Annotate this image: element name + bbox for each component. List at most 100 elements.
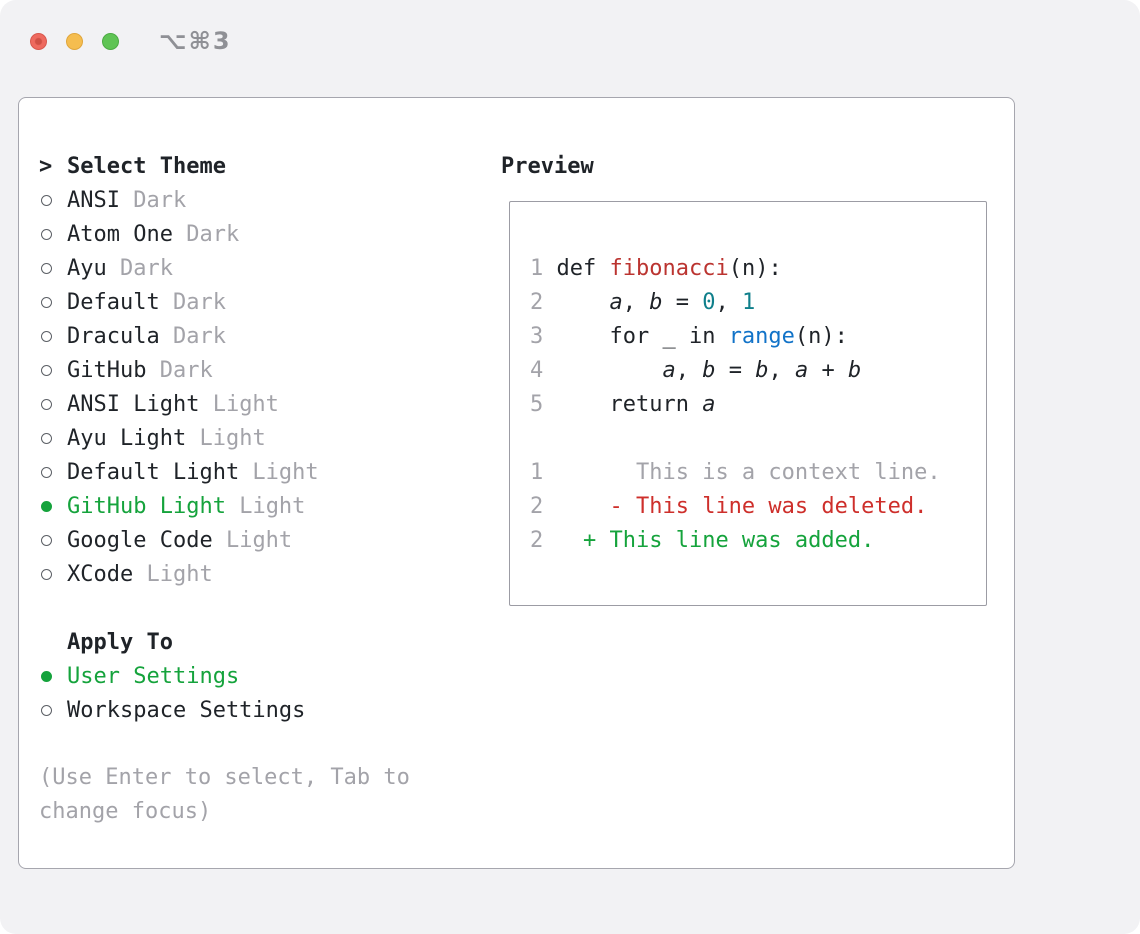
theme-option-github[interactable]: GitHub Dark	[39, 353, 443, 387]
code-line: 1 def fibonacci(n):	[530, 252, 986, 286]
code-token-plain: =	[662, 290, 703, 315]
theme-option-ansi[interactable]: ANSI Dark	[39, 183, 443, 217]
theme-option-ansi-light[interactable]: ANSI Light Light	[39, 387, 443, 421]
theme-option-default[interactable]: Default Dark	[39, 285, 443, 319]
radio-circle	[41, 534, 52, 546]
theme-variant: Dark	[159, 289, 226, 315]
code-token-plain: ,	[768, 358, 795, 383]
radio-icon	[39, 704, 67, 716]
theme-variant: Light	[133, 561, 213, 587]
radio-circle	[41, 670, 52, 682]
code-token-deleted: - This line was deleted.	[556, 494, 928, 519]
theme-variant: Dark	[119, 187, 187, 213]
radio-icon	[39, 228, 67, 240]
code-line: 2 - This line was deleted.	[530, 490, 986, 524]
theme-variant: Light	[186, 425, 266, 451]
theme-option-ayu-light[interactable]: Ayu Light Light	[39, 421, 443, 455]
theme-variant: Dark	[106, 255, 173, 281]
line-number: 3	[530, 324, 557, 349]
code-token-plain: =	[715, 358, 756, 383]
radio-circle	[41, 194, 52, 206]
window-shortcut-label: ⌥⌘3	[159, 27, 232, 55]
theme-variant: Light	[225, 493, 306, 519]
radio-icon	[39, 262, 67, 274]
zoom-button[interactable]	[102, 32, 119, 50]
radio-circle	[41, 432, 52, 444]
code-line: 2 a, b = 0, 1	[530, 286, 986, 320]
apply-to-header-label: Apply To	[67, 629, 173, 655]
focus-caret-icon: >	[39, 153, 53, 179]
code-token-var: b	[847, 358, 862, 383]
code-token-var: b	[755, 358, 769, 383]
theme-name: GitHub Light	[67, 493, 226, 519]
select-theme-header-label: Select Theme	[67, 153, 226, 179]
radio-icon	[39, 432, 67, 444]
theme-name: XCode	[67, 561, 134, 587]
theme-option-xcode[interactable]: XCode Light	[39, 557, 443, 591]
theme-option-default-light[interactable]: Default Light Light	[39, 455, 443, 489]
theme-variant: Dark	[159, 323, 226, 349]
apply-option-label: Workspace Settings	[67, 697, 306, 723]
apply-to-header: Apply To	[39, 625, 443, 659]
spacer	[39, 591, 443, 625]
theme-name: Dracula	[67, 323, 160, 349]
theme-option-atom-one[interactable]: Atom One Dark	[39, 217, 443, 251]
radio-icon	[39, 364, 67, 376]
radio-selected-icon	[39, 670, 67, 682]
theme-variant: Dark	[172, 221, 240, 247]
code-token-var: a	[794, 358, 809, 383]
code-line: 4 a, b = b, a + b	[530, 354, 986, 388]
line-number: 5	[530, 392, 557, 417]
theme-option-github-light[interactable]: GitHub Light Light	[39, 489, 443, 523]
code-line: 2 + This line was added.	[530, 524, 986, 558]
code-token-number: 1	[741, 290, 756, 315]
theme-name: Ayu	[67, 255, 107, 281]
theme-name: Ayu Light	[67, 425, 187, 451]
line-number: 2	[530, 494, 557, 519]
radio-circle	[41, 466, 52, 478]
preview-column: Preview 1 def fibonacci(n):2 a, b = 0, 1…	[501, 149, 987, 606]
code-token-context: This is a context line.	[556, 460, 941, 485]
code-token-var: a	[702, 392, 716, 417]
theme-option-ayu[interactable]: Ayu Dark	[39, 251, 443, 285]
radio-circle	[41, 330, 52, 342]
code-token-var: b	[702, 358, 716, 383]
code-token-number: 0	[702, 290, 716, 315]
apply-option-label: User Settings	[67, 663, 240, 689]
code-line	[530, 422, 986, 456]
code-token-plain: +	[808, 358, 848, 383]
code-token-var: a	[609, 290, 623, 315]
code-line: 5 return a	[530, 388, 986, 422]
radio-icon	[39, 296, 67, 308]
apply-option-user-settings[interactable]: User Settings	[39, 659, 443, 693]
theme-variant: Light	[199, 391, 279, 417]
radio-icon	[39, 194, 67, 206]
code-line: 1 This is a context line.	[530, 456, 986, 490]
code-token-plain: return	[556, 392, 703, 417]
theme-variant: Light	[212, 527, 293, 553]
apply-option-workspace-settings[interactable]: Workspace Settings	[39, 693, 443, 727]
line-number: 4	[530, 358, 557, 383]
preview-header-label: Preview	[501, 153, 594, 179]
radio-circle	[41, 262, 52, 274]
titlebar: ⌥⌘3	[30, 27, 232, 55]
theme-name: Google Code	[67, 527, 213, 553]
line-number: 1	[530, 460, 557, 485]
code-token-builtin: range	[728, 324, 795, 349]
keyboard-hint: (Use Enter to select, Tab to change focu…	[39, 765, 410, 824]
radio-circle	[41, 398, 52, 410]
minimize-button[interactable]	[66, 32, 83, 50]
close-button[interactable]	[30, 32, 47, 50]
theme-option-dracula[interactable]: Dracula Dark	[39, 319, 443, 353]
code-line: 3 for _ in range(n):	[530, 320, 986, 354]
code-token-plain: def	[556, 256, 610, 281]
theme-option-google-code[interactable]: Google Code Light	[39, 523, 443, 557]
line-number: 2	[530, 290, 557, 315]
code-token-added: + This line was added.	[556, 528, 875, 553]
code-token-plain: (n):	[794, 324, 848, 349]
code-token-plain: ,	[675, 358, 703, 383]
